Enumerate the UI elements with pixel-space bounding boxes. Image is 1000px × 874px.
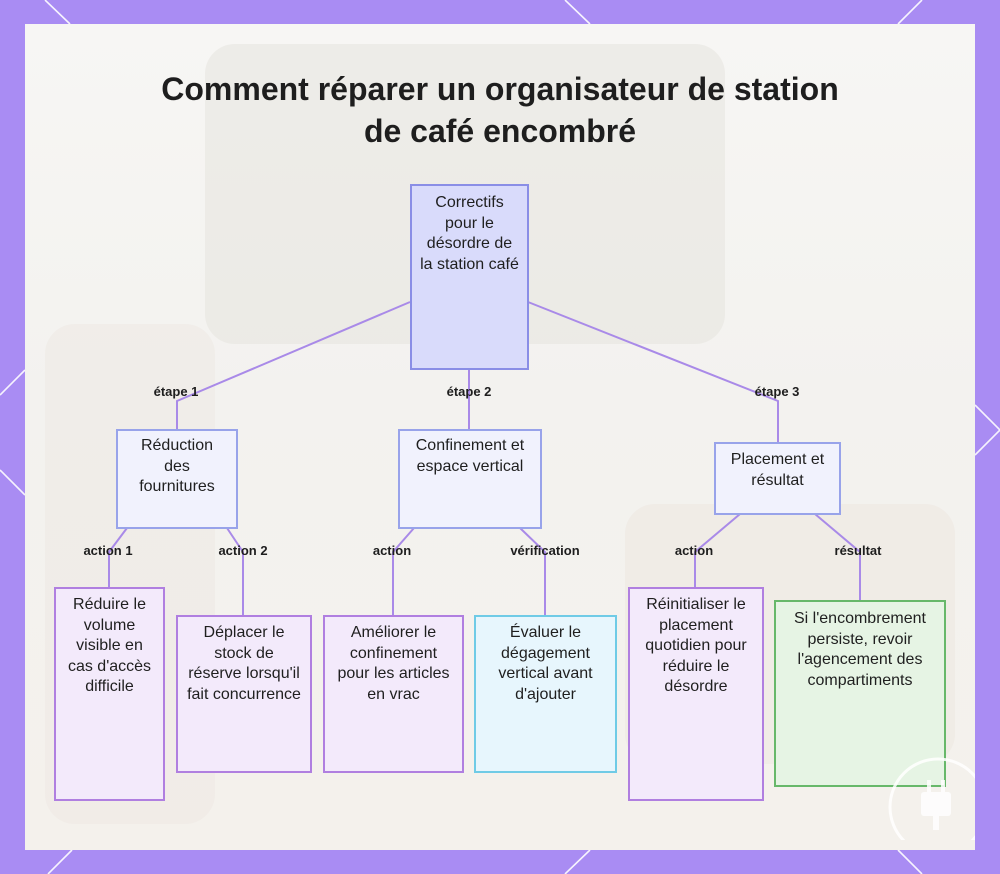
connector-step2-child1: [392, 527, 415, 616]
edge-label-verification: vérification: [510, 543, 580, 558]
root-node: Correctifs pour le désordre de la statio…: [410, 184, 529, 370]
connector-step1-child2: [226, 527, 244, 616]
step-node-2: Confinement et espace vertical: [398, 429, 542, 529]
edge-label-step2: étape 2: [446, 384, 492, 399]
edge-label-step1: étape 1: [153, 384, 199, 399]
edge-label-step3: étape 3: [754, 384, 800, 399]
connector-step2-child2: [519, 527, 546, 616]
edge-label-action-4: action: [674, 543, 714, 558]
plug-icon: [888, 757, 975, 840]
connector-root-step3: [527, 301, 779, 443]
root-node-label: Correctifs pour le désordre de la statio…: [420, 194, 519, 273]
leaf-node-review-layout-label: Si l'encombrement persiste, revoir l'age…: [794, 610, 926, 689]
connector-step1-child1: [108, 527, 128, 588]
leaf-node-evaluate-clearance-label: Évaluer le dégagement vertical avant d'a…: [498, 624, 593, 703]
step-node-1-label: Réduction des fournitures: [139, 437, 215, 495]
leaf-node-improve-containment-label: Améliorer le confinement pour les articl…: [337, 624, 450, 703]
edge-label-action-1: action 1: [83, 543, 133, 558]
leaf-node-move-stock: Déplacer le stock de réserve lorsqu'il f…: [176, 615, 312, 773]
connector-step3-child1: [694, 513, 741, 588]
leaf-node-improve-containment: Améliorer le confinement pour les articl…: [323, 615, 464, 773]
diagram-title: Comment réparer un organisateur de stati…: [161, 71, 839, 149]
leaf-node-reduce-volume-label: Réduire le volume visible en cas d'accès…: [67, 596, 152, 695]
edge-label-result: résultat: [834, 543, 882, 558]
edge-label-action-2: action 2: [218, 543, 268, 558]
step-node-1: Réduction des fournitures: [116, 429, 238, 529]
leaf-node-reset-placement: Réinitialiser le placement quotidien pou…: [628, 587, 764, 801]
leaf-node-move-stock-label: Déplacer le stock de réserve lorsqu'il f…: [187, 624, 301, 703]
edge-label-action-3: action: [372, 543, 412, 558]
step-node-3-label: Placement et résultat: [730, 451, 825, 489]
leaf-node-reset-placement-label: Réinitialiser le placement quotidien pou…: [645, 596, 747, 695]
connector-root-step1: [176, 301, 411, 430]
leaf-node-evaluate-clearance: Évaluer le dégagement vertical avant d'a…: [474, 615, 617, 773]
step-node-2-label: Confinement et espace vertical: [415, 437, 525, 475]
leaf-node-reduce-volume: Réduire le volume visible en cas d'accès…: [54, 587, 165, 801]
leaf-node-review-layout: Si l'encombrement persiste, revoir l'age…: [774, 600, 946, 787]
step-node-3: Placement et résultat: [714, 442, 841, 515]
connector-step3-child2: [814, 513, 861, 601]
